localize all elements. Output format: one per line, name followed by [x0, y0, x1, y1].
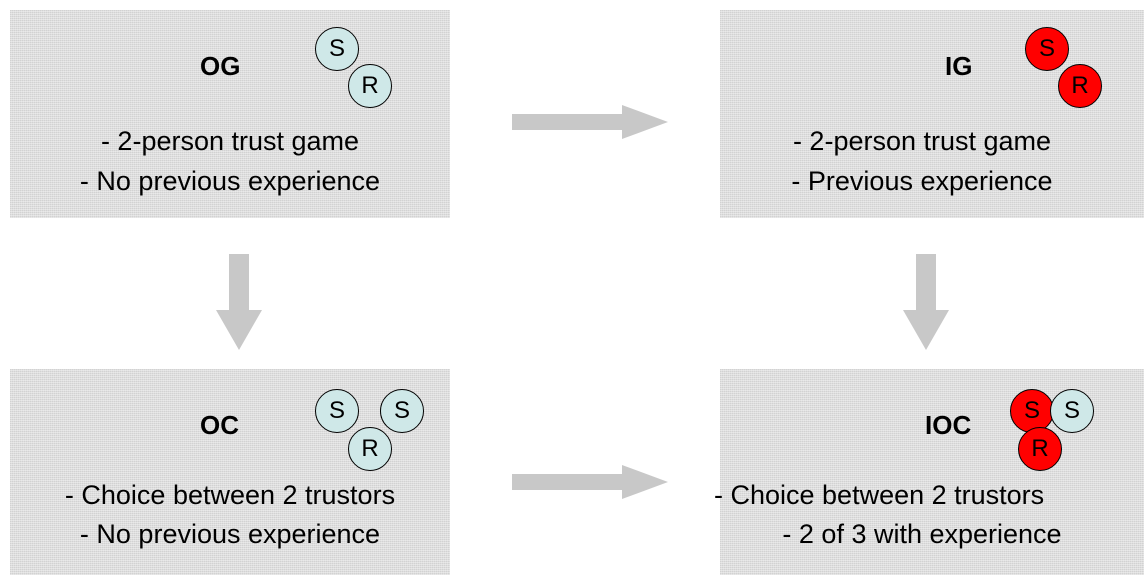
circle-ig-s-label: S [1038, 35, 1055, 62]
box-oc-line2: - No previous experience [79, 519, 381, 549]
box-oc-title: OC [200, 410, 239, 440]
circle-ig-s: S [1025, 27, 1069, 71]
box-ig-line2: - Previous experience [791, 166, 1053, 196]
circle-oc-r-label: R [361, 435, 379, 462]
box-ig-line1: - 2-person trust game [792, 126, 1052, 156]
circle-og-s: S [315, 27, 359, 71]
circle-ioc-s2: S [1050, 389, 1094, 433]
box-og-line2: - No previous experience [79, 166, 381, 196]
box-ioc: IOC S S R - Choice between 2 trustors - … [714, 369, 1144, 575]
box-ig-title: IG [945, 51, 973, 81]
circle-oc-s1-label: S [328, 397, 345, 424]
box-ioc-title: IOC [925, 410, 972, 440]
arrow-oc-to-ioc [512, 465, 668, 499]
box-og: OG S R - 2-person trust game - No previo… [10, 10, 450, 218]
circle-ioc-r: R [1018, 427, 1062, 471]
arrow-og-to-oc [216, 254, 262, 350]
circle-ig-r: R [1058, 64, 1102, 108]
box-ioc-line2: - 2 of 3 with experience [782, 519, 1062, 549]
box-og-line1: - 2-person trust game [100, 126, 360, 156]
arrow-ig-to-ioc [903, 254, 949, 350]
circle-oc-s2: S [380, 389, 424, 433]
circle-og-r-label: R [361, 72, 379, 99]
circle-oc-r: R [348, 427, 392, 471]
box-ig: IG S R - 2-person trust game - Previous … [720, 10, 1144, 218]
circle-oc-s1: S [315, 389, 359, 433]
arrow-og-to-ig [512, 105, 668, 139]
circle-oc-s2-label: S [393, 397, 410, 424]
box-og-title: OG [200, 51, 241, 81]
circle-og-s-label: S [328, 35, 345, 62]
box-oc-line1: - Choice between 2 trustors [64, 480, 396, 510]
circle-ioc-s1: S [1010, 389, 1054, 433]
circle-ig-r-label: R [1071, 72, 1089, 99]
circle-ioc-r-label: R [1031, 435, 1049, 462]
circle-ioc-s1-label: S [1023, 397, 1040, 424]
circle-og-r: R [348, 64, 392, 108]
circle-ioc-s2-label: S [1063, 397, 1080, 424]
box-oc: OC S S R - Choice between 2 trustors - N… [10, 369, 450, 575]
box-ioc-line1: - Choice between 2 trustors [714, 480, 1045, 510]
